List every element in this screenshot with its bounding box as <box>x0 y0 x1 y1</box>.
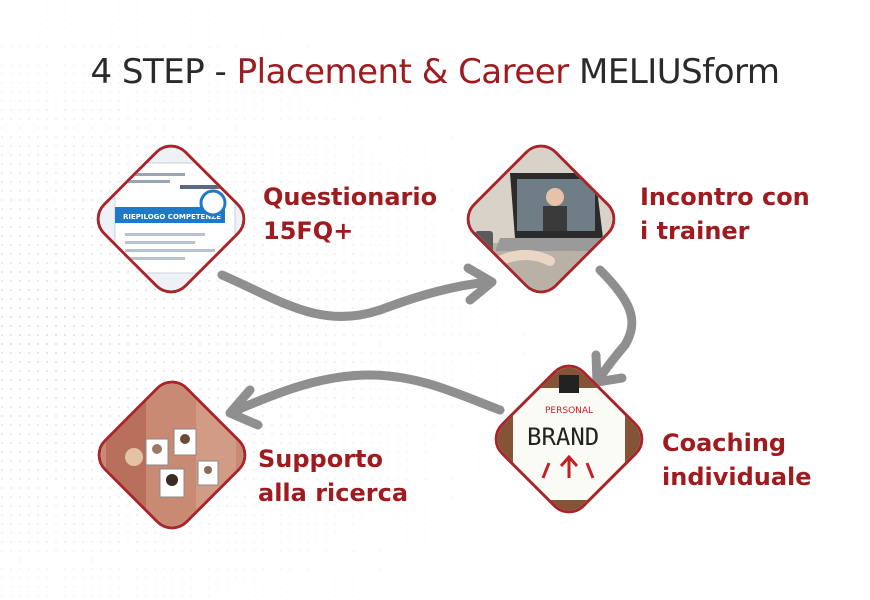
title-prefix: 4 STEP - <box>90 52 237 92</box>
step2-line2: i trainer <box>640 217 750 245</box>
laptop-video-call-image <box>457 135 625 303</box>
report-banner-text: RIEPILOGO COMPETENZE <box>123 213 221 221</box>
note-text-brand: BRAND <box>527 423 599 451</box>
competency-report-image: RIEPILOGO COMPETENZE <box>87 135 255 303</box>
step2-label: Incontro con i trainer <box>640 180 810 248</box>
step1-image-diamond: RIEPILOGO COMPETENZE <box>87 135 255 303</box>
step4-line2: alla ricerca <box>258 479 409 507</box>
step4-line1: Supporto <box>258 445 384 473</box>
step2-line1: Incontro con <box>640 183 810 211</box>
step2-image-diamond <box>457 135 625 303</box>
step3-line1: Coaching <box>662 429 787 457</box>
note-text-personal: PERSONAL <box>545 406 593 416</box>
step3-image-diamond: PERSONAL BRAND <box>485 355 653 523</box>
title-suffix: MELIUSform <box>568 52 780 92</box>
step3-label: Coaching individuale <box>662 426 812 494</box>
step1-label: Questionario 15FQ+ <box>263 180 437 248</box>
step4-image-diamond <box>88 371 256 539</box>
step1-line1: Questionario <box>263 183 438 211</box>
page-title: 4 STEP - Placement & Career MELIUSform <box>0 52 870 92</box>
step3-line2: individuale <box>662 463 812 491</box>
candidate-profiles-image <box>88 371 256 539</box>
step1-line2: 15FQ+ <box>263 217 354 245</box>
personal-brand-note-image: PERSONAL BRAND <box>485 355 653 523</box>
title-highlight: Placement & Career <box>236 52 570 92</box>
step4-label: Supporto alla ricerca <box>258 442 408 510</box>
